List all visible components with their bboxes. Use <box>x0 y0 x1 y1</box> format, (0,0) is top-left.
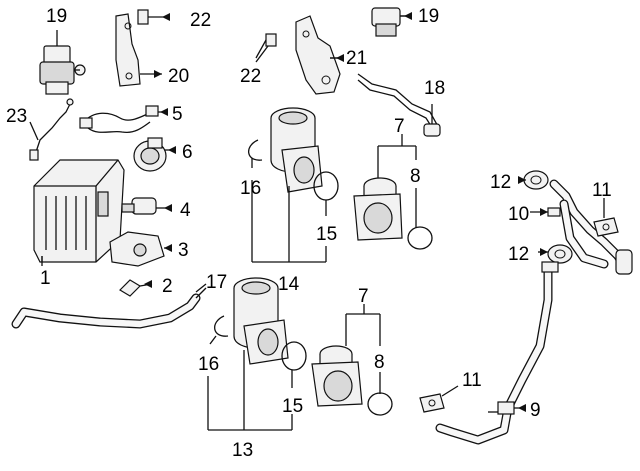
part-3-mount <box>109 231 172 267</box>
part-2-hose <box>119 279 153 297</box>
callout-11-lower: 11 <box>462 370 482 391</box>
callout-13: 13 <box>232 440 253 461</box>
part-8-gasket-upper <box>407 226 433 250</box>
callout-2: 2 <box>162 276 173 297</box>
callout-1: 1 <box>40 268 51 289</box>
part-22-bolt-mid <box>255 33 277 59</box>
callout-10: 10 <box>508 204 529 225</box>
callout-20: 20 <box>168 66 189 87</box>
part-12-gasket-lower <box>547 244 573 264</box>
part-4-purge-valve <box>121 197 172 215</box>
callout-8-lower: 8 <box>374 352 385 373</box>
callout-4: 4 <box>180 200 191 221</box>
callout-labels: 1 2 3 4 5 6 7 7 8 8 9 10 11 11 12 12 13 … <box>6 6 612 461</box>
arrow-heads <box>144 12 548 412</box>
part-18-vacuum-tube <box>357 73 441 137</box>
callout-12-lower: 12 <box>508 244 529 265</box>
callout-18: 18 <box>424 78 445 99</box>
callout-9: 9 <box>530 400 541 421</box>
callout-6: 6 <box>182 142 193 163</box>
callout-5: 5 <box>172 104 183 125</box>
part-7-valve-upper <box>353 177 403 241</box>
callout-14: 14 <box>278 274 300 295</box>
part-19-left-solenoid-valve <box>39 30 86 95</box>
part-21-bracket <box>295 15 344 95</box>
part-8-gasket-lower <box>367 392 393 416</box>
part-9-egr-pipe-lower <box>435 261 559 445</box>
callout-7-upper: 7 <box>394 116 405 137</box>
part-16-clamp-lower <box>214 315 229 337</box>
callout-22-top: 22 <box>190 10 211 31</box>
part-11-gasket-upper <box>593 217 619 237</box>
callout-22-mid: 22 <box>240 66 261 87</box>
part-12-gasket-upper <box>523 170 549 190</box>
callout-15-upper: 15 <box>316 224 337 245</box>
callout-16-lower: 16 <box>198 354 219 375</box>
callout-12-upper: 12 <box>490 172 511 193</box>
callout-23: 23 <box>6 106 27 127</box>
part-7-valve-lower <box>311 345 363 407</box>
part-13-egr-valve-lower <box>233 277 289 365</box>
callout-21: 21 <box>346 48 367 69</box>
part-16-clamp-upper <box>248 139 263 161</box>
part-5-wiring-harness <box>79 105 168 134</box>
callout-11-upper: 11 <box>592 180 612 201</box>
callout-16-upper: 16 <box>240 178 261 199</box>
part-23-sensor-wire <box>29 98 74 161</box>
part-1-canister <box>33 159 125 263</box>
part-14-egr-valve-upper <box>270 107 323 196</box>
callout-19-right: 19 <box>418 6 439 27</box>
part-10-egr-pipe-upper <box>549 179 633 275</box>
callout-17: 17 <box>206 272 227 293</box>
part-15-gasket-lower <box>281 341 307 371</box>
part-10-bolt <box>547 207 561 217</box>
callout-19-left: 19 <box>46 6 67 27</box>
callout-8-upper: 8 <box>410 166 421 187</box>
part-20-bracket <box>115 13 162 87</box>
callout-7-lower: 7 <box>358 286 369 307</box>
callout-15-lower: 15 <box>282 396 303 417</box>
part-17-hose-line <box>11 287 207 329</box>
part-11-gasket-lower <box>419 393 445 413</box>
part-6-vacuum-unit <box>133 137 176 172</box>
callout-3: 3 <box>178 240 189 261</box>
part-19-right-solenoid-valve <box>371 7 412 37</box>
